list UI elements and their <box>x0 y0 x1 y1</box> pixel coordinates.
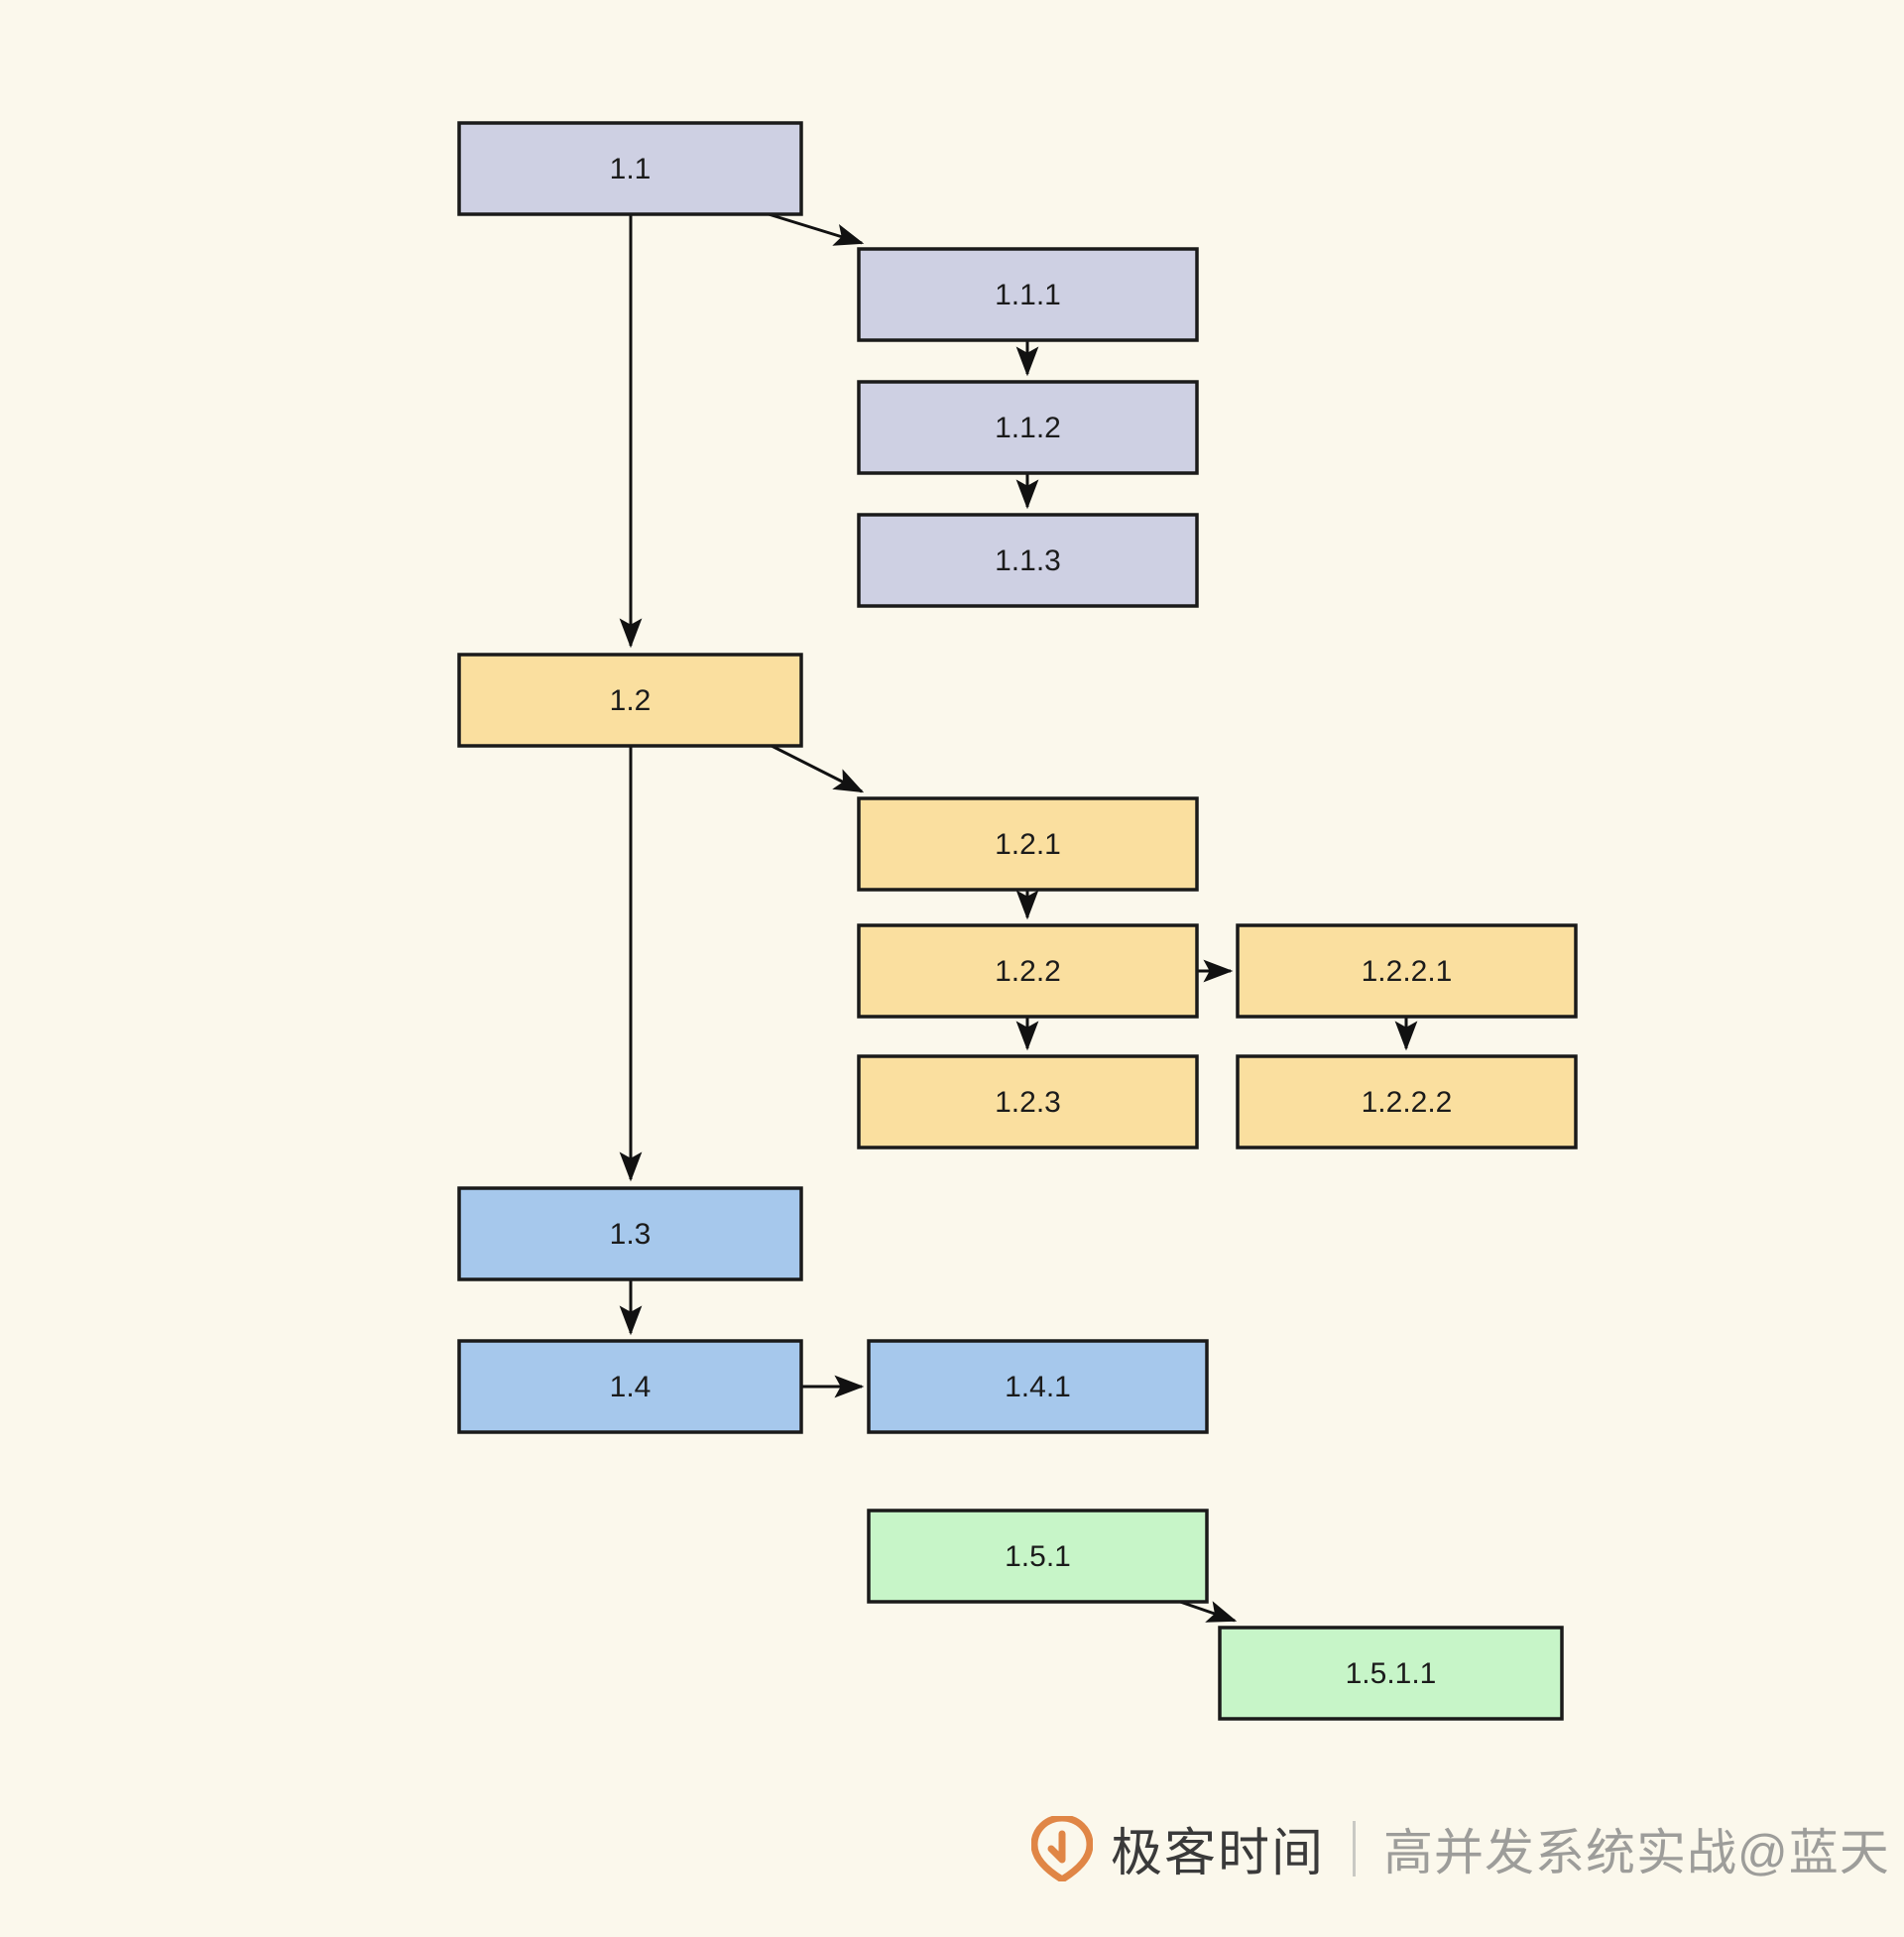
node-box-n1_2_2_1[interactable] <box>1236 923 1578 1019</box>
node-box-n1_1_3[interactable] <box>857 513 1199 608</box>
node-n1_2_2_1[interactable]: 1.2.2.1 <box>1236 923 1578 1019</box>
node-n1_2[interactable]: 1.2 <box>457 653 803 748</box>
node-box-n1_5_1[interactable] <box>867 1509 1209 1604</box>
node-box-n1_2_3[interactable] <box>857 1054 1199 1150</box>
node-box-n1_1_2[interactable] <box>857 380 1199 475</box>
node-n1_2_3[interactable]: 1.2.3 <box>857 1054 1199 1150</box>
node-box-n1_2_1[interactable] <box>857 796 1199 892</box>
node-n1_4[interactable]: 1.4 <box>457 1339 803 1434</box>
node-n1_2_2[interactable]: 1.2.2 <box>857 923 1199 1019</box>
node-box-n1_4[interactable] <box>457 1339 803 1434</box>
edge-n1_5_1-to-n1_5_1_1 <box>1179 1600 1238 1623</box>
node-n1_1[interactable]: 1.1 <box>457 121 803 216</box>
node-n1_5_1[interactable]: 1.5.1 <box>867 1509 1209 1604</box>
node-n1_4_1[interactable]: 1.4.1 <box>867 1339 1209 1434</box>
watermark: 极客时间 高并发系统实战@蓝天 <box>1031 1811 1890 1885</box>
node-box-n1_2_2[interactable] <box>857 923 1199 1019</box>
edge-n1_2-to-n1_2_1 <box>771 744 865 793</box>
node-box-n1_3[interactable] <box>457 1186 803 1281</box>
node-n1_1_3[interactable]: 1.1.3 <box>857 513 1199 608</box>
node-box-n1_2[interactable] <box>457 653 803 748</box>
node-box-n1_2_2_2[interactable] <box>1236 1054 1578 1150</box>
watermark-subtitle: 高并发系统实战@蓝天 <box>1383 1824 1890 1880</box>
node-n1_2_1[interactable]: 1.2.1 <box>857 796 1199 892</box>
node-box-n1_5_1_1[interactable] <box>1218 1626 1564 1721</box>
node-box-n1_1_1[interactable] <box>857 247 1199 342</box>
node-n1_1_1[interactable]: 1.1.1 <box>857 247 1199 342</box>
edges-layer <box>619 212 1418 1623</box>
node-n1_5_1_1[interactable]: 1.5.1.1 <box>1218 1626 1564 1721</box>
node-n1_2_2_2[interactable]: 1.2.2.2 <box>1236 1054 1578 1150</box>
node-box-n1_4_1[interactable] <box>867 1339 1209 1434</box>
node-n1_1_2[interactable]: 1.1.2 <box>857 380 1199 475</box>
edge-n1_1-to-n1_1_1 <box>768 212 865 246</box>
node-n1_3[interactable]: 1.3 <box>457 1186 803 1281</box>
watermark-separator <box>1353 1820 1357 1876</box>
watermark-brand: 极客时间 <box>1111 1825 1326 1882</box>
node-box-n1_1[interactable] <box>457 121 803 216</box>
geekbang-pin-icon <box>1031 1815 1093 1881</box>
